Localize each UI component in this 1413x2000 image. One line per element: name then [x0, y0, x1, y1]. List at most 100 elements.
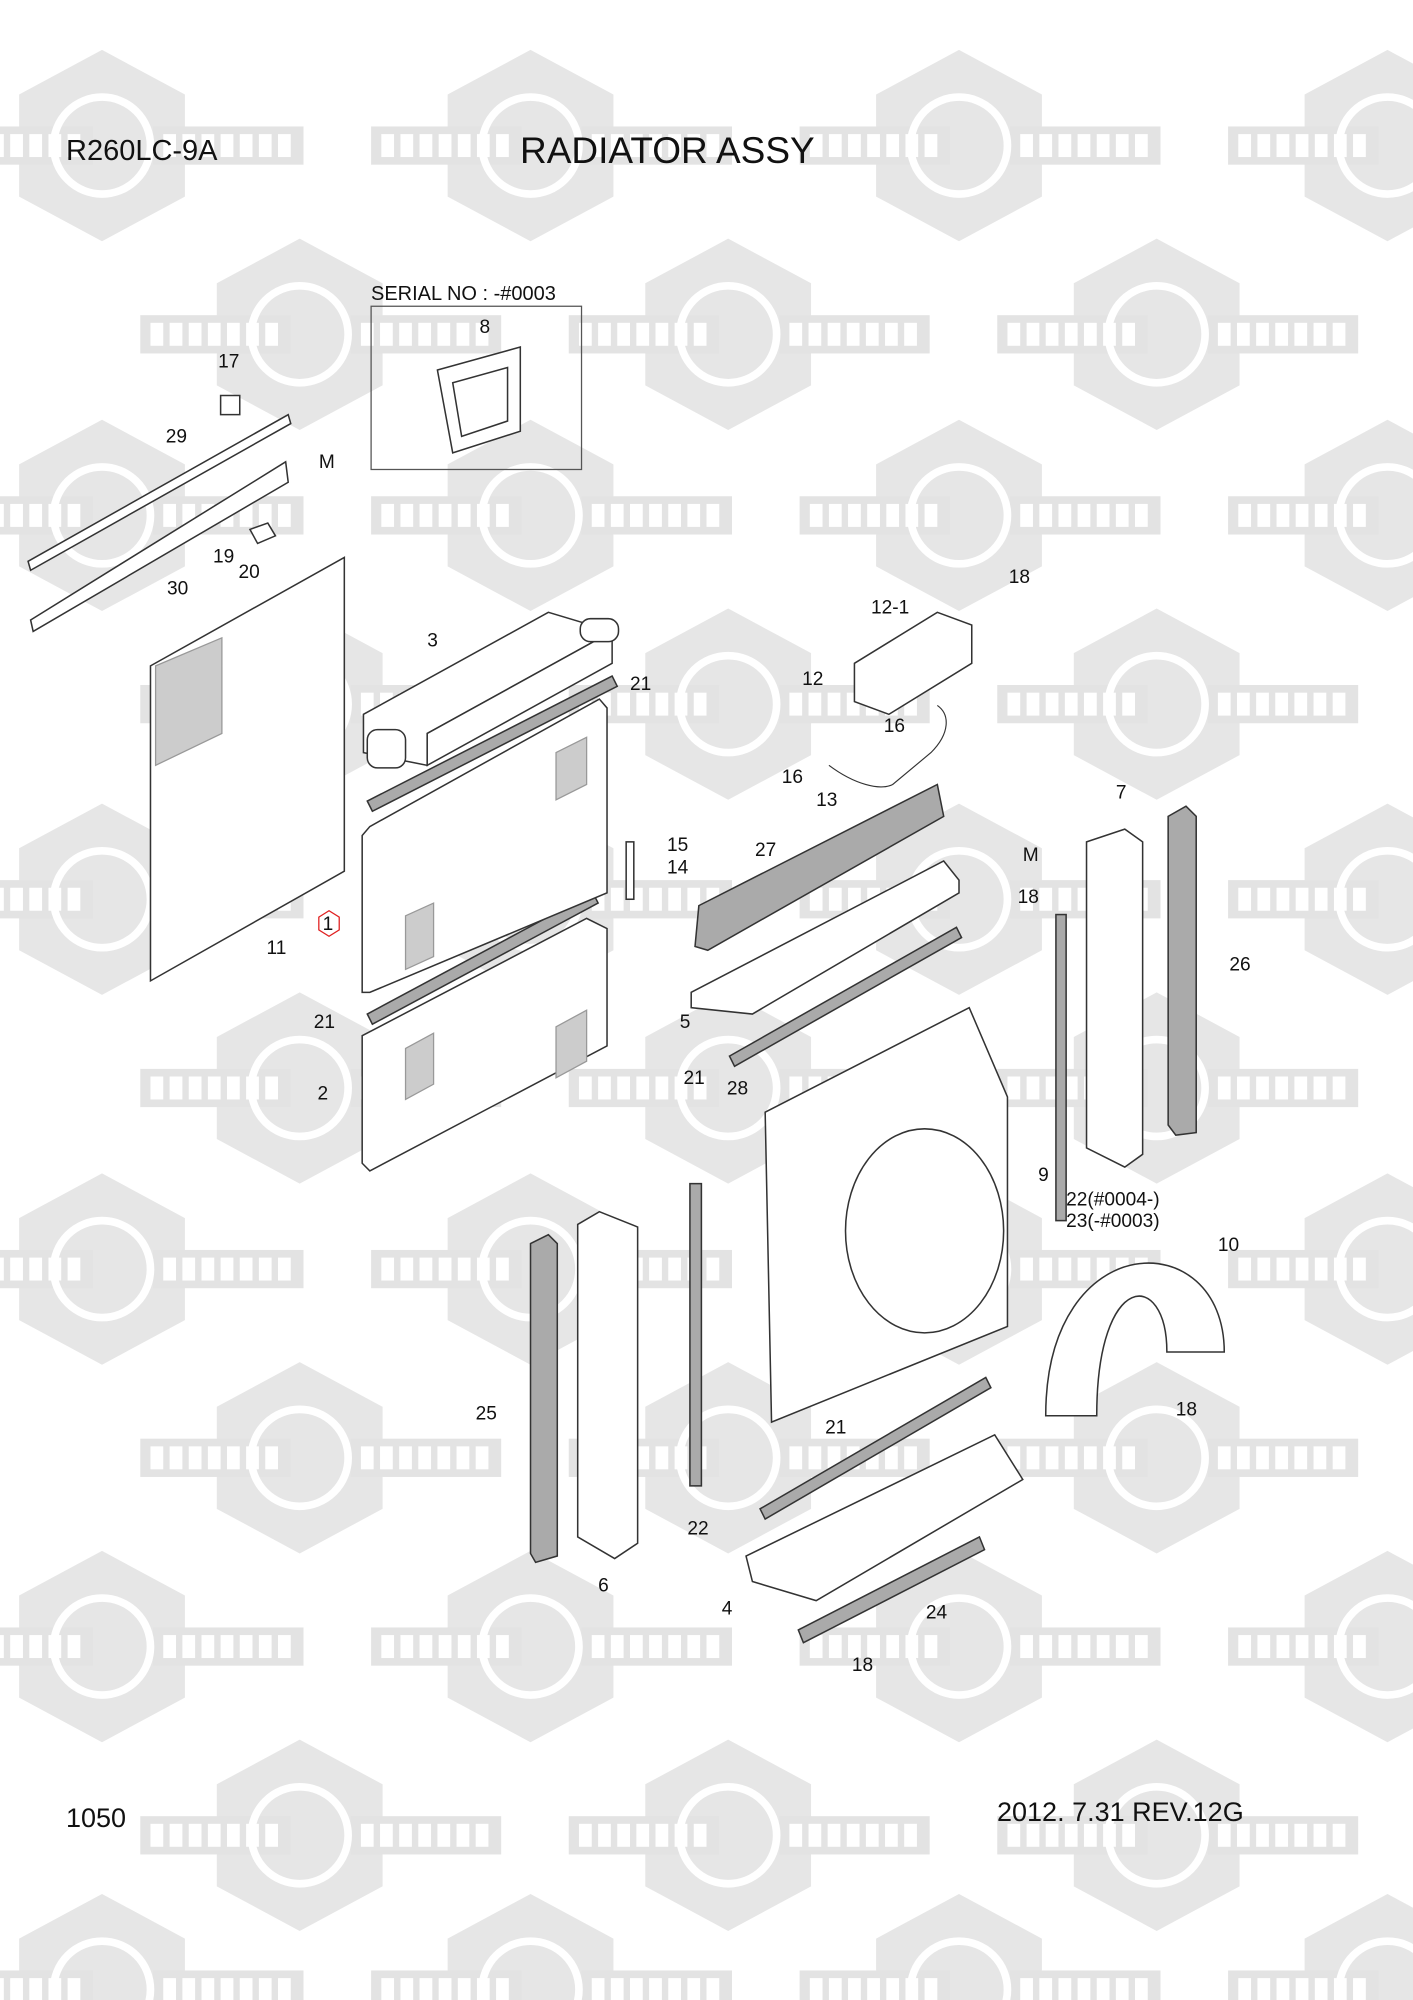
callout-label[interactable]: 21	[630, 674, 651, 695]
part-21-strip	[366, 675, 619, 813]
watermark-logo	[371, 1893, 733, 2000]
callout-label[interactable]: 27	[755, 840, 776, 861]
part-17-bolt	[219, 394, 241, 416]
callout-label[interactable]: 14	[667, 858, 689, 879]
callout-label[interactable]: 23(-#0003)	[1066, 1211, 1160, 1232]
watermark-logo	[371, 1550, 733, 1743]
watermark-logo	[1228, 1893, 1413, 2000]
radiator-core	[555, 736, 588, 801]
callout-label[interactable]: 22(#0004-)	[1066, 1189, 1160, 1210]
callout-label[interactable]: 25	[476, 1404, 497, 1425]
watermark-logo	[371, 419, 733, 612]
watermark-logo	[0, 1893, 304, 2000]
part-22-seal	[689, 1182, 703, 1487]
callout-label[interactable]: 18	[1009, 567, 1030, 588]
callout-label[interactable]: 30	[167, 578, 188, 599]
intercooler-pipe-2	[366, 728, 407, 769]
callout-label[interactable]: 18	[1018, 887, 1039, 908]
callout-label[interactable]: 18	[1176, 1400, 1197, 1421]
part-10-fan-guard	[1044, 1262, 1226, 1417]
oil-cooler-core	[404, 1032, 435, 1101]
part-11-screen	[149, 556, 346, 983]
callout-label[interactable]: 15	[667, 835, 688, 856]
watermark-logo	[140, 1739, 502, 1931]
watermark-logo	[1228, 1173, 1413, 1365]
part-8-inner	[451, 366, 509, 438]
callout-label[interactable]: 7	[1116, 783, 1127, 804]
part-2-oil-cooler	[361, 917, 608, 1172]
part-21-strip	[366, 891, 600, 1026]
callout-label[interactable]: 17	[218, 351, 239, 372]
date-revision: 2012. 7.31 REV.12G	[997, 1797, 1244, 1827]
watermark-logo	[997, 238, 1359, 430]
callout-label[interactable]: 29	[166, 427, 187, 448]
watermark-logo	[1228, 49, 1413, 242]
watermark-logo	[0, 1173, 304, 1365]
watermark-logo	[997, 1739, 1359, 1931]
part-25-seal	[529, 1233, 559, 1564]
callout-label[interactable]: M	[319, 452, 335, 473]
callout-label[interactable]: 21	[314, 1012, 335, 1033]
callout-label[interactable]: 22	[687, 1518, 708, 1539]
page-title: RADIATOR ASSY	[520, 130, 815, 171]
part-30-bar	[29, 460, 290, 633]
watermark-logo	[140, 238, 502, 430]
part-24-strip	[797, 1535, 986, 1644]
callout-label[interactable]: 16	[884, 716, 905, 737]
watermark-logo	[799, 1550, 1161, 1743]
screen-mesh	[154, 636, 223, 767]
callout-label[interactable]: 20	[238, 562, 259, 583]
callout-label[interactable]: 5	[680, 1012, 691, 1033]
callout-label[interactable]: 24	[926, 1603, 948, 1624]
part-13-hose	[828, 704, 947, 788]
watermark-logo	[799, 49, 1161, 242]
callout-label[interactable]: 21	[684, 1068, 705, 1089]
watermark-logo	[0, 49, 304, 242]
callout-label[interactable]: 21	[825, 1418, 846, 1439]
callout-label[interactable]: 9	[1038, 1165, 1049, 1186]
watermark-logo	[371, 49, 733, 242]
callout-label[interactable]: 28	[727, 1078, 748, 1099]
part-14-pipe	[625, 841, 635, 901]
watermark-logo	[997, 1362, 1359, 1554]
part-21-strip	[728, 926, 963, 1068]
callout-label[interactable]: 10	[1218, 1235, 1239, 1256]
watermark-logo	[1228, 419, 1413, 612]
callout-label[interactable]: 11	[267, 938, 287, 959]
watermark-logo	[1228, 803, 1413, 995]
shroud-fan-opening	[844, 1128, 1005, 1334]
watermark-logo	[0, 1550, 304, 1743]
intercooler-face	[426, 630, 613, 767]
callout-label[interactable]: M	[1023, 845, 1039, 866]
selected-part-marker	[318, 909, 340, 937]
watermark-logo	[799, 419, 1161, 612]
callout-label[interactable]: 2	[318, 1083, 329, 1104]
callout-label[interactable]: 4	[722, 1599, 733, 1620]
callout-label[interactable]: 12-1	[871, 598, 909, 619]
callout-label[interactable]: 12	[802, 669, 823, 690]
callout-label[interactable]: 26	[1229, 955, 1250, 976]
callout-label[interactable]: 1	[323, 914, 334, 935]
serial-inset-box	[370, 305, 583, 471]
part-27-cover	[694, 783, 945, 952]
part-26-seal	[1167, 805, 1197, 1136]
model-number: R260LC-9A	[66, 135, 218, 167]
part-22-23-seal	[1055, 913, 1067, 1222]
callout-label[interactable]: 8	[480, 317, 491, 338]
callout-label[interactable]: 6	[598, 1576, 609, 1597]
callout-label[interactable]: 13	[816, 790, 837, 811]
part-19-valve	[248, 522, 277, 545]
page-number: 1050	[66, 1803, 127, 1833]
part-12-tank	[853, 611, 973, 716]
part-5-bracket	[690, 860, 960, 1015]
callout-label[interactable]: 16	[782, 767, 803, 788]
callout-label[interactable]: 3	[427, 631, 438, 652]
callout-label[interactable]: 19	[213, 547, 234, 568]
watermark-logo	[799, 1893, 1161, 2000]
watermark-logo	[1228, 1550, 1413, 1743]
part-6-bracket	[576, 1210, 639, 1560]
callout-label[interactable]: 18	[852, 1655, 873, 1676]
watermark-logo	[140, 1362, 502, 1554]
